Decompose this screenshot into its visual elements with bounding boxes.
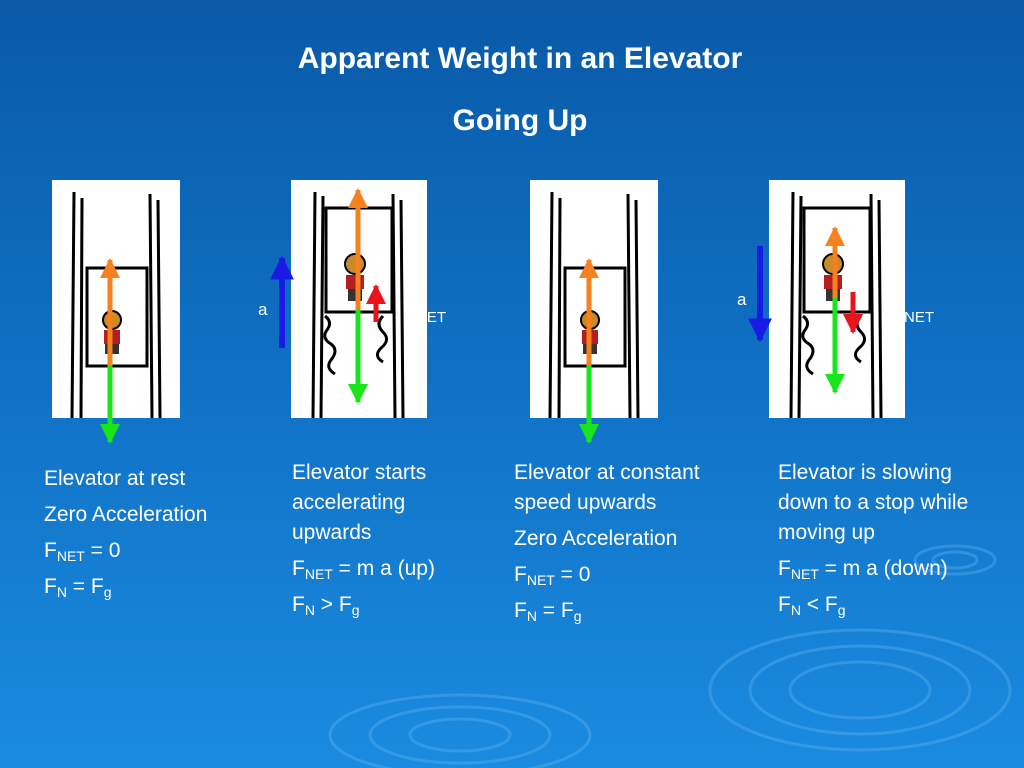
net-force-label: NET — [904, 309, 934, 326]
page-title: Apparent Weight in an Elevator — [297, 42, 743, 75]
page-subtitle: Going Up — [452, 104, 588, 137]
line: FNET = m a (up) — [292, 557, 435, 582]
description-slowing: Elevator is slowing down to a stop while… — [778, 458, 978, 626]
line: FNET = 0 — [44, 539, 121, 564]
caption: Elevator at rest — [44, 467, 186, 490]
line: FN = Fg — [514, 599, 582, 624]
description-rest: Elevator at rest Zero Acceleration FNET … — [44, 464, 244, 608]
force-arrows-rest — [100, 258, 120, 444]
line: Zero Acceleration — [44, 503, 208, 526]
line: FN < Fg — [778, 593, 846, 618]
description-accelerating: Elevator starts accelerating upwards FNE… — [292, 458, 482, 626]
acceleration-label: a — [258, 300, 268, 319]
acceleration-label: a — [737, 290, 747, 309]
line: FNET = 0 — [514, 563, 591, 588]
elevator-panel-rest — [52, 180, 180, 418]
net-force-label: NET — [427, 309, 446, 326]
line: FNET = m a (down) — [778, 557, 948, 582]
force-arrows-accelerating — [270, 188, 386, 404]
caption: Elevator starts accelerating upwards — [292, 461, 427, 544]
force-arrows-constant — [579, 258, 599, 444]
line: Zero Acceleration — [514, 527, 678, 550]
caption: Elevator at constant speed upwards — [514, 461, 700, 514]
force-arrows-slowing — [748, 226, 863, 394]
caption: Elevator is slowing down to a stop while… — [778, 461, 969, 544]
line: FN = Fg — [44, 575, 112, 600]
line: FN > Fg — [292, 593, 360, 618]
description-constant: Elevator at constant speed upwards Zero … — [514, 458, 704, 632]
